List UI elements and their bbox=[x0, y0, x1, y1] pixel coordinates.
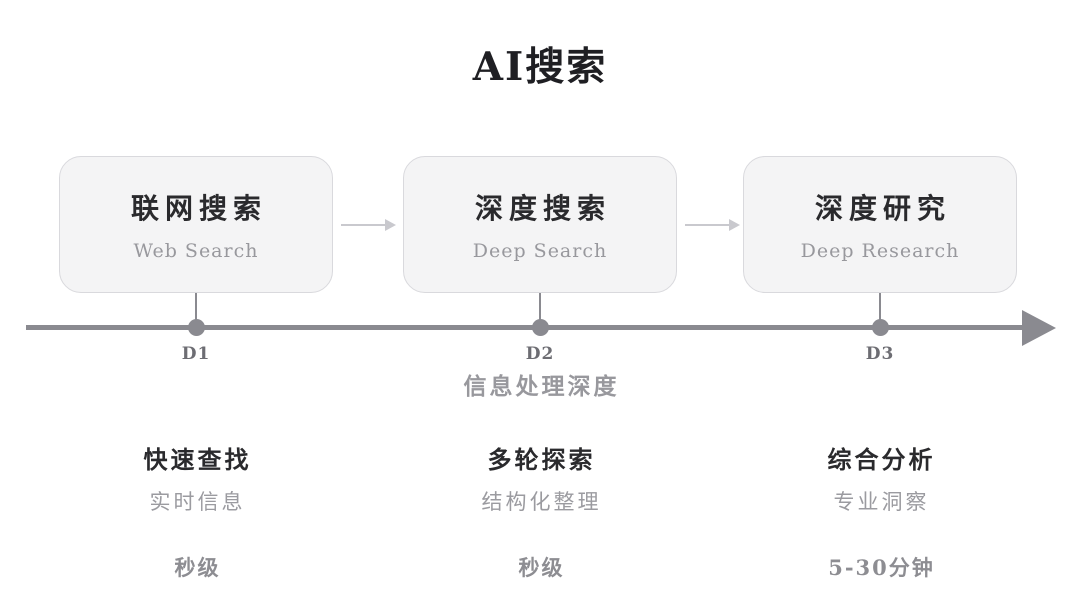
page-title: AI搜索 bbox=[472, 44, 608, 90]
axis-dot-d2 bbox=[532, 319, 549, 336]
stage-detail: 结构化整理 bbox=[481, 490, 602, 514]
connector-line bbox=[879, 293, 881, 327]
connector-line bbox=[195, 293, 197, 327]
stage-duration: 秒级 bbox=[174, 555, 221, 580]
stage-title-en: Web Search bbox=[133, 240, 259, 262]
right-arrow-icon bbox=[685, 219, 740, 231]
stage-feature: 快速查找 bbox=[143, 445, 252, 474]
stage-feature: 多轮探索 bbox=[487, 445, 596, 474]
stage-box-deep-research: 深度研究 Deep Research bbox=[743, 156, 1017, 293]
stage-title-en: Deep Research bbox=[800, 240, 960, 262]
stage-detail: 专业洞察 bbox=[833, 490, 930, 514]
axis-label: 信息处理深度 bbox=[463, 373, 620, 400]
axis-dot-d3 bbox=[872, 319, 889, 336]
axis-tick-d2: D2 bbox=[525, 344, 555, 364]
connector-line bbox=[539, 293, 541, 327]
stage-box-web-search: 联网搜索 Web Search bbox=[59, 156, 333, 293]
right-arrow-icon bbox=[341, 219, 396, 231]
axis-dot-d1 bbox=[188, 319, 205, 336]
stage-feature: 综合分析 bbox=[827, 445, 936, 474]
stage-title-en: Deep Search bbox=[472, 240, 608, 262]
stage-duration: 秒级 bbox=[518, 555, 565, 580]
stage-detail: 实时信息 bbox=[149, 490, 246, 514]
stage-title-zh: 深度搜索 bbox=[474, 192, 611, 225]
stage-duration: 5-30分钟 bbox=[828, 555, 935, 580]
axis-arrowhead-icon bbox=[1022, 310, 1056, 346]
depth-axis-line bbox=[26, 325, 1026, 330]
stage-box-deep-search: 深度搜索 Deep Search bbox=[403, 156, 677, 293]
axis-tick-d3: D3 bbox=[865, 344, 895, 364]
axis-tick-d1: D1 bbox=[181, 344, 211, 364]
stage-title-zh: 联网搜索 bbox=[130, 192, 267, 225]
stage-title-zh: 深度研究 bbox=[814, 192, 951, 225]
